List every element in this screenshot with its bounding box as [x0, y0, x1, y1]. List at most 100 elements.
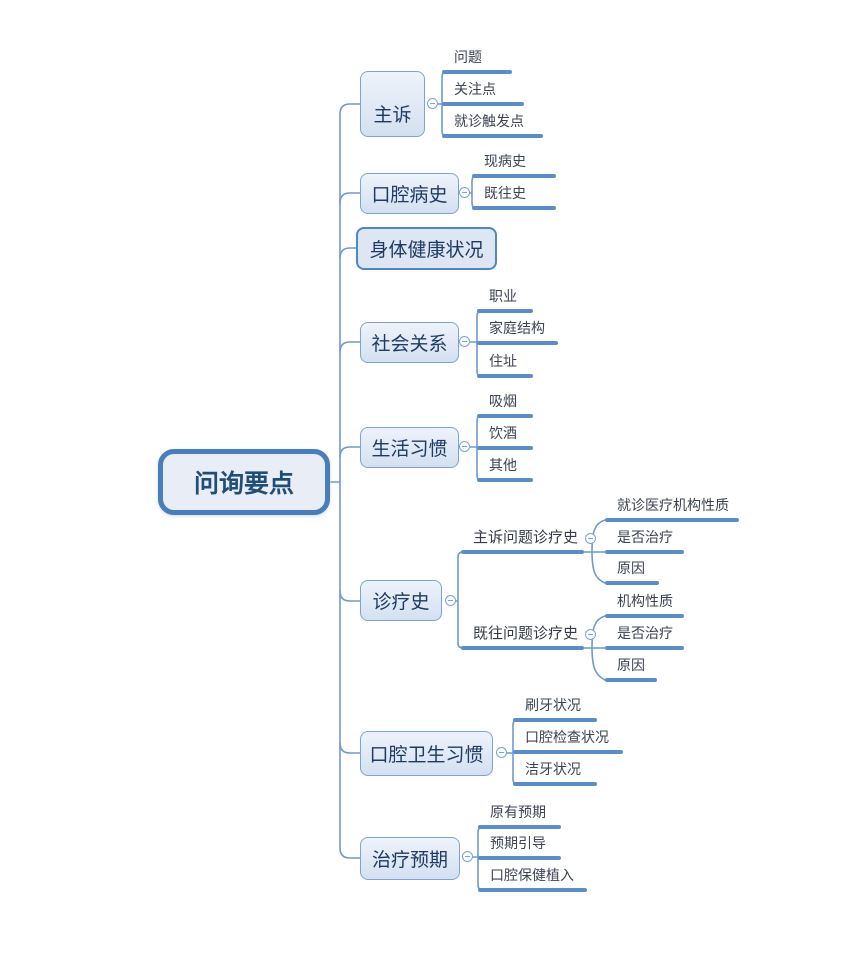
- leaf-address[interactable]: 住址: [477, 353, 533, 378]
- leaf-label: 就诊触发点: [454, 113, 524, 129]
- leaf-label: 关注点: [454, 81, 496, 97]
- leaf-original-expectation[interactable]: 原有预期: [478, 804, 561, 829]
- branch-chief-complaint[interactable]: 主诉: [360, 71, 425, 137]
- leaf-label: 职业: [489, 288, 517, 304]
- leaf-visit-trigger[interactable]: 就诊触发点: [442, 113, 543, 138]
- branch-physical-health[interactable]: 身体健康状况: [356, 227, 497, 270]
- trunk-line: [339, 103, 361, 859]
- leaf-present-illness[interactable]: 现病史: [472, 153, 556, 178]
- leaf-label: 住址: [489, 353, 517, 369]
- leaf-reason[interactable]: 原因: [605, 657, 657, 682]
- branch-line: [477, 309, 533, 313]
- branch-line: [605, 550, 684, 554]
- collapse-icon[interactable]: [459, 336, 470, 347]
- leaf-label: 洁牙状况: [525, 761, 581, 777]
- leaf-oral-exam-status[interactable]: 口腔检查状况: [513, 729, 623, 754]
- branch-line: [442, 70, 512, 74]
- branch-line: [513, 750, 623, 754]
- collapse-icon[interactable]: [459, 441, 470, 452]
- leaf-label: 原因: [617, 560, 645, 576]
- branch-line: [513, 718, 597, 722]
- leaf-label: 原有预期: [490, 804, 546, 820]
- branch-line: [477, 446, 533, 450]
- leaf-label: 就诊医疗机构性质: [617, 497, 729, 513]
- leaf-label: 口腔保健植入: [490, 867, 574, 883]
- leaf-reason[interactable]: 原因: [605, 560, 659, 585]
- branch-living-habits[interactable]: 生活习惯: [360, 427, 459, 468]
- leaf-label: 吸烟: [489, 393, 517, 409]
- leaf-institution-type-visited[interactable]: 就诊医疗机构性质: [605, 497, 739, 522]
- leaf-cleaning-status[interactable]: 洁牙状况: [513, 761, 597, 786]
- leaf-label: 是否治疗: [617, 529, 673, 545]
- collapse-icon[interactable]: [462, 851, 473, 862]
- branch-line: [472, 174, 556, 178]
- leaf-label: 其他: [489, 457, 517, 473]
- leaf-label: 预期引导: [490, 835, 546, 851]
- branch-treatment-history[interactable]: 诊疗史: [360, 580, 442, 621]
- leaf-label: 口腔检查状况: [525, 729, 609, 745]
- child-bracket: [583, 615, 606, 681]
- leaf-family-structure[interactable]: 家庭结构: [477, 320, 558, 345]
- leaf-occupation[interactable]: 职业: [477, 288, 533, 313]
- leaf-label: 刷牙状况: [525, 697, 581, 713]
- leaf-problem[interactable]: 问题: [442, 49, 512, 74]
- branch-line: [461, 646, 584, 650]
- leaf-label: 既往问题诊疗史: [473, 625, 579, 642]
- branch-stub: [339, 341, 361, 353]
- leaf-label: 是否治疗: [617, 625, 673, 641]
- branch-stub: [339, 247, 358, 259]
- branch-stub: [339, 590, 361, 602]
- leaf-focus[interactable]: 关注点: [442, 81, 524, 106]
- branch-social-relations[interactable]: 社会关系: [360, 322, 459, 363]
- leaf-brushing-status[interactable]: 刷牙状况: [513, 697, 597, 722]
- child-rail: [455, 551, 464, 649]
- leaf-label: 原因: [617, 657, 645, 673]
- collapse-icon[interactable]: [585, 533, 596, 544]
- branch-line: [605, 614, 684, 618]
- branch-line: [478, 825, 561, 829]
- branch-line: [477, 414, 533, 418]
- leaf-other-habit[interactable]: 其他: [477, 457, 533, 482]
- leaf-label: 问题: [454, 49, 482, 65]
- branch-line: [477, 374, 533, 378]
- leaf-label: 机构性质: [617, 593, 673, 609]
- collapse-icon[interactable]: [585, 629, 596, 640]
- subtopic-chief-complaint-history[interactable]: 主诉问题诊疗史: [461, 529, 584, 554]
- branch-line: [461, 550, 584, 554]
- branch-stub: [339, 742, 361, 754]
- leaf-institution-type[interactable]: 机构性质: [605, 593, 684, 618]
- leaf-smoking[interactable]: 吸烟: [477, 393, 533, 418]
- branch-line: [477, 478, 533, 482]
- leaf-label: 饮酒: [489, 425, 517, 441]
- branch-oral-hygiene[interactable]: 口腔卫生习惯: [360, 731, 493, 776]
- leaf-drinking[interactable]: 饮酒: [477, 425, 533, 450]
- branch-line: [513, 782, 597, 786]
- branch-stub: [339, 446, 361, 458]
- leaf-label: 主诉问题诊疗史: [473, 529, 579, 546]
- collapse-icon[interactable]: [445, 595, 456, 606]
- leaf-past-history[interactable]: 既往史: [472, 185, 556, 210]
- leaf-label: 现病史: [484, 153, 526, 169]
- leaf-expectation-guidance[interactable]: 预期引导: [478, 835, 561, 860]
- leaf-label: 家庭结构: [489, 320, 545, 336]
- leaf-treated-or-not[interactable]: 是否治疗: [605, 625, 684, 650]
- subtopic-past-problem-history[interactable]: 既往问题诊疗史: [461, 625, 584, 650]
- branch-line: [605, 581, 659, 585]
- collapse-icon[interactable]: [427, 98, 438, 109]
- branch-line: [477, 341, 558, 345]
- branch-treatment-expectation[interactable]: 治疗预期: [360, 837, 460, 880]
- collapse-icon[interactable]: [459, 187, 470, 198]
- branch-line: [478, 888, 587, 892]
- branch-line: [605, 678, 657, 682]
- root-node[interactable]: 问询要点: [158, 449, 330, 515]
- child-bracket: [583, 519, 606, 584]
- branch-oral-history[interactable]: 口腔病史: [360, 173, 459, 214]
- collapse-icon[interactable]: [496, 747, 507, 758]
- leaf-treated-or-not[interactable]: 是否治疗: [605, 529, 684, 554]
- leaf-oral-care-implant[interactable]: 口腔保健植入: [478, 867, 587, 892]
- branch-line: [605, 646, 684, 650]
- branch-line: [442, 134, 543, 138]
- branch-stub: [339, 192, 361, 204]
